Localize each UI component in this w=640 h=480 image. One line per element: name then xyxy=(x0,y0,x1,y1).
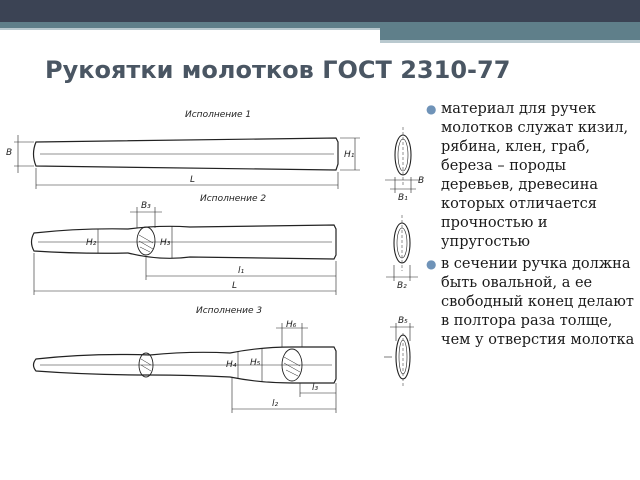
dim-B3: B₃ xyxy=(141,201,151,211)
dim-B1-section: B₁ xyxy=(398,193,408,203)
dim-l3: l₃ xyxy=(312,383,319,393)
section-1 xyxy=(385,127,420,193)
dim-H5: H₅ xyxy=(250,358,261,368)
bullet-marker-icon: ● xyxy=(426,102,437,116)
bullet-text-1: материал для ручек молотков служат кизил… xyxy=(441,101,629,250)
header-thin-line xyxy=(0,28,380,30)
dim-H1-right: H₁ xyxy=(344,150,355,160)
label-variant-2: Исполнение 2 xyxy=(200,194,266,204)
dim-B5-section: B₅ xyxy=(398,316,408,326)
header-stripe xyxy=(0,22,640,28)
top-title-bar xyxy=(0,0,640,22)
dim-B-section: B xyxy=(418,176,424,186)
label-variant-3: Исполнение 3 xyxy=(196,306,262,316)
section-2 xyxy=(386,215,418,281)
hammer-handle-drawing: Исполнение 1 B H₁ L B₁ B Исполнение 2 xyxy=(6,110,424,413)
bullet-marker-icon: ● xyxy=(426,257,437,271)
handle-variant-3 xyxy=(32,323,337,413)
handle-variant-1 xyxy=(14,135,360,189)
dim-L-2: L xyxy=(232,281,237,291)
slide-title: Рукоятки молотков ГОСТ 2310-77 xyxy=(45,56,511,84)
section-3 xyxy=(384,323,414,387)
dim-H6: H₆ xyxy=(286,320,297,330)
dim-l1: l₁ xyxy=(238,266,245,276)
dim-B-left: B xyxy=(6,148,12,158)
header-accent-line xyxy=(380,40,640,43)
dim-H2: H₂ xyxy=(86,238,97,248)
handle-variant-2 xyxy=(30,207,337,295)
bullet-item-2: ● в сечении ручка должна быть овальной, … xyxy=(424,255,638,350)
dim-l2: l₂ xyxy=(272,399,279,409)
dim-L-1: L xyxy=(190,175,195,185)
dim-H3: H₃ xyxy=(160,238,171,248)
bullet-list: ● материал для ручек молотков служат киз… xyxy=(424,100,638,353)
label-variant-1: Исполнение 1 xyxy=(185,110,251,120)
bullet-text-2: в сечении ручка должна быть овальной, а … xyxy=(441,256,635,348)
dim-B2-section: B₂ xyxy=(397,281,407,291)
dim-H4: H₄ xyxy=(226,360,237,370)
bullet-item-1: ● материал для ручек молотков служат киз… xyxy=(424,100,638,252)
header-accent-block xyxy=(380,28,640,42)
